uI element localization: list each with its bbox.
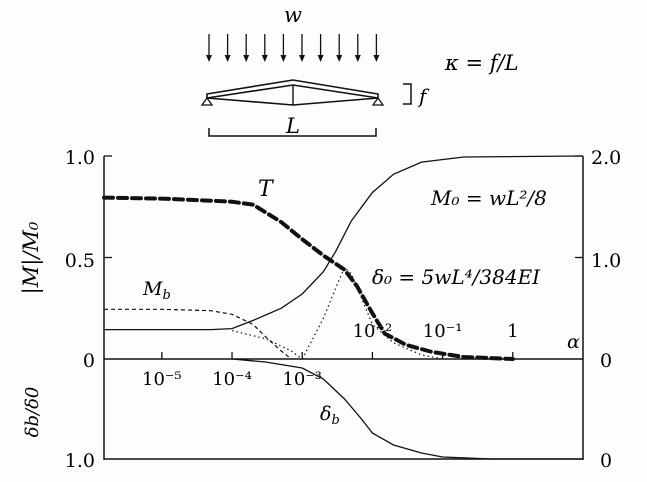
x-tick-label: 10⁻⁵	[142, 369, 182, 390]
y-axis-title: |M|/M₀	[19, 221, 44, 294]
series-line-1	[104, 308, 292, 360]
y2-tick-label: 0	[600, 350, 612, 372]
rise-label: f	[417, 84, 430, 108]
series-line-bottom-0	[231, 358, 583, 460]
load-arrow-head	[299, 55, 305, 62]
right-support	[371, 96, 385, 106]
x-tick-label: 1	[507, 321, 518, 342]
series-label-delta-b: δb	[320, 403, 340, 428]
x-tick-label: 10⁻²	[353, 321, 393, 342]
y-axis-title-bottom: δb/δ0	[22, 387, 43, 438]
x-tick-label: 10⁻³	[282, 369, 322, 390]
span-dimension	[208, 128, 377, 137]
load-arrow-head	[243, 55, 250, 62]
load-arrow-head	[261, 55, 268, 62]
beam-bottom-chord	[292, 97, 379, 106]
series-line-2	[104, 155, 584, 331]
span-label: L	[285, 114, 300, 138]
y2-tick-label: 0	[600, 450, 612, 472]
load-arrow-head	[206, 55, 212, 62]
load-arrow-head	[280, 55, 287, 62]
load-arrow-head	[317, 55, 324, 62]
series-label-T: T	[258, 177, 275, 202]
series-line-0	[102, 195, 515, 361]
beam-diagram: w κ = f/L f L	[200, 3, 519, 138]
ratio-label: κ = f/L	[444, 51, 519, 75]
load-label: w	[284, 3, 302, 27]
load-arrows	[206, 34, 380, 62]
chart-series	[102, 155, 584, 460]
left-support	[200, 96, 214, 106]
annotation-delta0: δ₀ = 5wL⁴/384EI	[372, 265, 541, 289]
x-axis-label: α	[567, 331, 580, 353]
series-label-Mb: Mb	[142, 278, 171, 303]
series-line-3	[231, 330, 303, 360]
y-tick-label: 1.0	[65, 147, 95, 169]
load-arrow-head	[354, 55, 361, 62]
load-arrow-head	[336, 55, 343, 62]
y-tick-label: 1.0	[65, 450, 95, 472]
load-arrow-head	[373, 55, 380, 62]
y2-tick-label: 1.0	[591, 250, 621, 272]
rise-bracket	[403, 83, 412, 105]
y-tick-label: 0	[83, 350, 95, 372]
load-arrow-head	[224, 55, 231, 62]
beam-bottom-chord	[206, 97, 294, 106]
annotation-M0: M₀ = wL²/8	[430, 186, 547, 210]
y-tick-label: 0.5	[65, 250, 95, 272]
x-tick-label: 10⁻¹	[423, 321, 463, 342]
series-line-4	[301, 266, 443, 360]
x-tick-labels: 10⁻⁵ 10⁻⁴ 10⁻³ 10⁻² 10⁻¹ 1	[142, 321, 519, 390]
x-tick-label: 10⁻⁴	[212, 369, 252, 390]
y2-tick-label: 2.0	[591, 147, 621, 169]
